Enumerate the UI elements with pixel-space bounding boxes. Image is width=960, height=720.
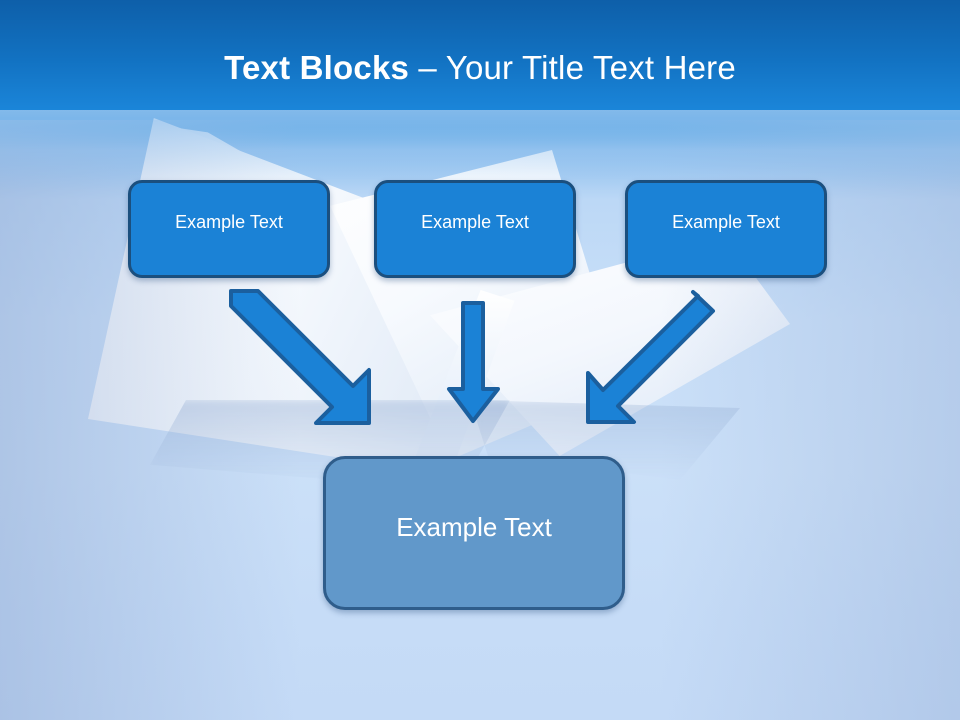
text-block-2-label: Example Text [421, 211, 529, 232]
title-band: Text Blocks – Your Title Text Here [0, 0, 960, 124]
page-title-separator: – [409, 49, 446, 86]
page-title: Text Blocks – Your Title Text Here [0, 48, 960, 88]
text-block-2[interactable]: Example Text [374, 180, 576, 278]
text-block-result-label: Example Text [396, 511, 552, 542]
text-block-3[interactable]: Example Text [625, 180, 827, 278]
text-block-3-label: Example Text [672, 211, 780, 232]
text-block-1-label: Example Text [175, 211, 283, 232]
background-haze [0, 110, 960, 190]
text-block-result[interactable]: Example Text [323, 456, 625, 610]
page-title-bold: Text Blocks [224, 49, 410, 86]
page-title-light: Your Title Text Here [445, 49, 736, 86]
text-block-1[interactable]: Example Text [128, 180, 330, 278]
